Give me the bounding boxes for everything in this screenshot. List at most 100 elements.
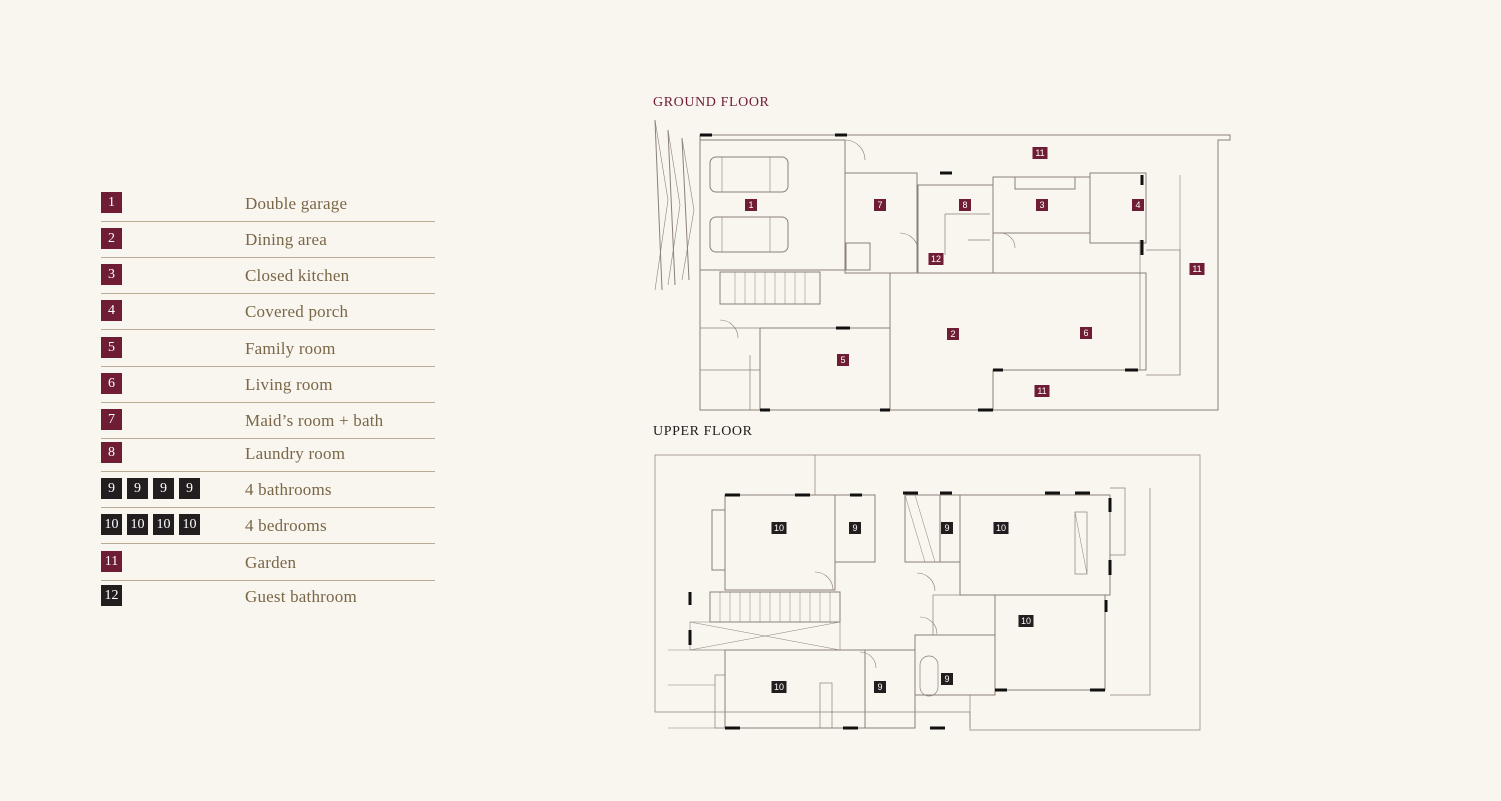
room-badge: 9 <box>849 522 861 534</box>
room-badge-box <box>1132 199 1144 211</box>
legend-badges: 7 <box>101 409 122 430</box>
room-badge-box <box>959 199 971 211</box>
legend-label: Closed kitchen <box>245 266 350 285</box>
room-number-badge: 12 <box>101 585 122 606</box>
legend-label: Covered porch <box>245 302 349 321</box>
room-badge-box <box>1036 199 1048 211</box>
room-number-badge: 9 <box>153 478 174 499</box>
room-badge: 9 <box>941 522 953 534</box>
legend-badges: 2 <box>101 228 122 249</box>
room-badge-box <box>1018 615 1034 627</box>
room-badge-number: 9 <box>944 523 949 533</box>
upper-floor-title: UPPER FLOOR <box>653 424 753 439</box>
room-badge-number: 8 <box>962 200 967 210</box>
room-badge-box <box>874 681 886 693</box>
legend-badges: 8 <box>101 442 122 463</box>
legend-row: 5 Family room <box>101 335 435 367</box>
legend-label: Garden <box>245 553 297 572</box>
legend-label: Living room <box>245 375 333 394</box>
room-number-badge: 4 <box>101 300 122 321</box>
legend-row: 8 Laundry room <box>101 440 435 472</box>
legend-row: 6 Living room <box>101 371 435 403</box>
upper-floor-room-badges: 10 9 9 10 10 10 9 9 <box>771 522 1034 693</box>
legend-row: 11 Garden <box>101 549 435 581</box>
room-badge-number: 9 <box>877 682 882 692</box>
room-number-badge: 6 <box>101 373 122 394</box>
room-badge-box <box>874 199 886 211</box>
legend-label: Double garage <box>245 194 348 213</box>
room-badge: 8 <box>959 199 971 211</box>
legend-row: 7 Maid’s room + bath <box>101 407 435 439</box>
room-badge-box <box>771 681 787 693</box>
room-badge-box <box>1189 263 1205 275</box>
room-number-badge: 8 <box>101 442 122 463</box>
room-badge: 10 <box>993 522 1009 534</box>
room-badge: 9 <box>941 673 953 685</box>
room-badge-box <box>941 673 953 685</box>
ground-floor-title: GROUND FLOOR <box>653 95 770 110</box>
room-badge: 10 <box>771 681 787 693</box>
legend-badges: 3 <box>101 264 122 285</box>
room-badge-number: 10 <box>774 523 784 533</box>
legend-badges: 4 <box>101 300 122 321</box>
legend-label: Maid’s room + bath <box>245 411 384 430</box>
room-badge-box <box>941 522 953 534</box>
room-number-badge: 9 <box>101 478 122 499</box>
room-badge-number: 11 <box>1192 264 1201 274</box>
room-badge-number: 11 <box>1037 386 1046 396</box>
room-badge-box <box>837 354 849 366</box>
room-badge-number: 2 <box>950 329 955 339</box>
room-badge-number: 10 <box>1021 616 1031 626</box>
room-number-badge: 7 <box>101 409 122 430</box>
room-badge-number: 9 <box>944 674 949 684</box>
legend-label: Family room <box>245 339 336 358</box>
room-badge: 11 <box>1032 147 1048 159</box>
legend-row: 3 Closed kitchen <box>101 262 435 294</box>
room-badge-box <box>771 522 787 534</box>
room-badge: 9 <box>874 681 886 693</box>
room-number-badge: 11 <box>101 551 122 572</box>
legend-badges: 11 <box>101 551 122 572</box>
legend-row: 1 Double garage <box>101 190 435 222</box>
room-badge: 10 <box>1018 615 1034 627</box>
room-number-badge: 3 <box>101 264 122 285</box>
legend-label: 4 bedrooms <box>245 516 327 535</box>
room-badge: 4 <box>1132 199 1144 211</box>
room-badge-box <box>745 199 757 211</box>
room-badge: 2 <box>947 328 959 340</box>
room-badge-number: 3 <box>1039 200 1044 210</box>
room-number-badge: 2 <box>101 228 122 249</box>
room-number-badge: 9 <box>179 478 200 499</box>
room-badge: 7 <box>874 199 886 211</box>
legend-badges: 1 <box>101 192 122 213</box>
legend-label: Laundry room <box>245 444 346 463</box>
room-badge-number: 10 <box>774 682 784 692</box>
room-badge-number: 12 <box>931 254 941 264</box>
room-badge-number: 4 <box>1135 200 1140 210</box>
room-badge-number: 11 <box>1035 148 1044 158</box>
legend-badges: 6 <box>101 373 122 394</box>
room-badge-number: 7 <box>877 200 882 210</box>
room-badge-number: 5 <box>840 355 845 365</box>
room-number-badge: 10 <box>153 514 174 535</box>
room-badge: 12 <box>928 253 944 265</box>
room-badge-number: 6 <box>1083 328 1088 338</box>
room-badge-box <box>849 522 861 534</box>
room-badge-box <box>1034 385 1050 397</box>
room-number-badge: 10 <box>101 514 122 535</box>
room-number-badge: 1 <box>101 192 122 213</box>
ground-floor-plan <box>654 119 1231 412</box>
room-badge-number: 10 <box>996 523 1006 533</box>
room-badge-box <box>947 328 959 340</box>
legend-badges: 5 <box>101 337 122 358</box>
room-badge: 6 <box>1080 327 1092 339</box>
legend-badges: 12 <box>101 585 122 606</box>
legend-label: 4 bathrooms <box>245 480 332 499</box>
